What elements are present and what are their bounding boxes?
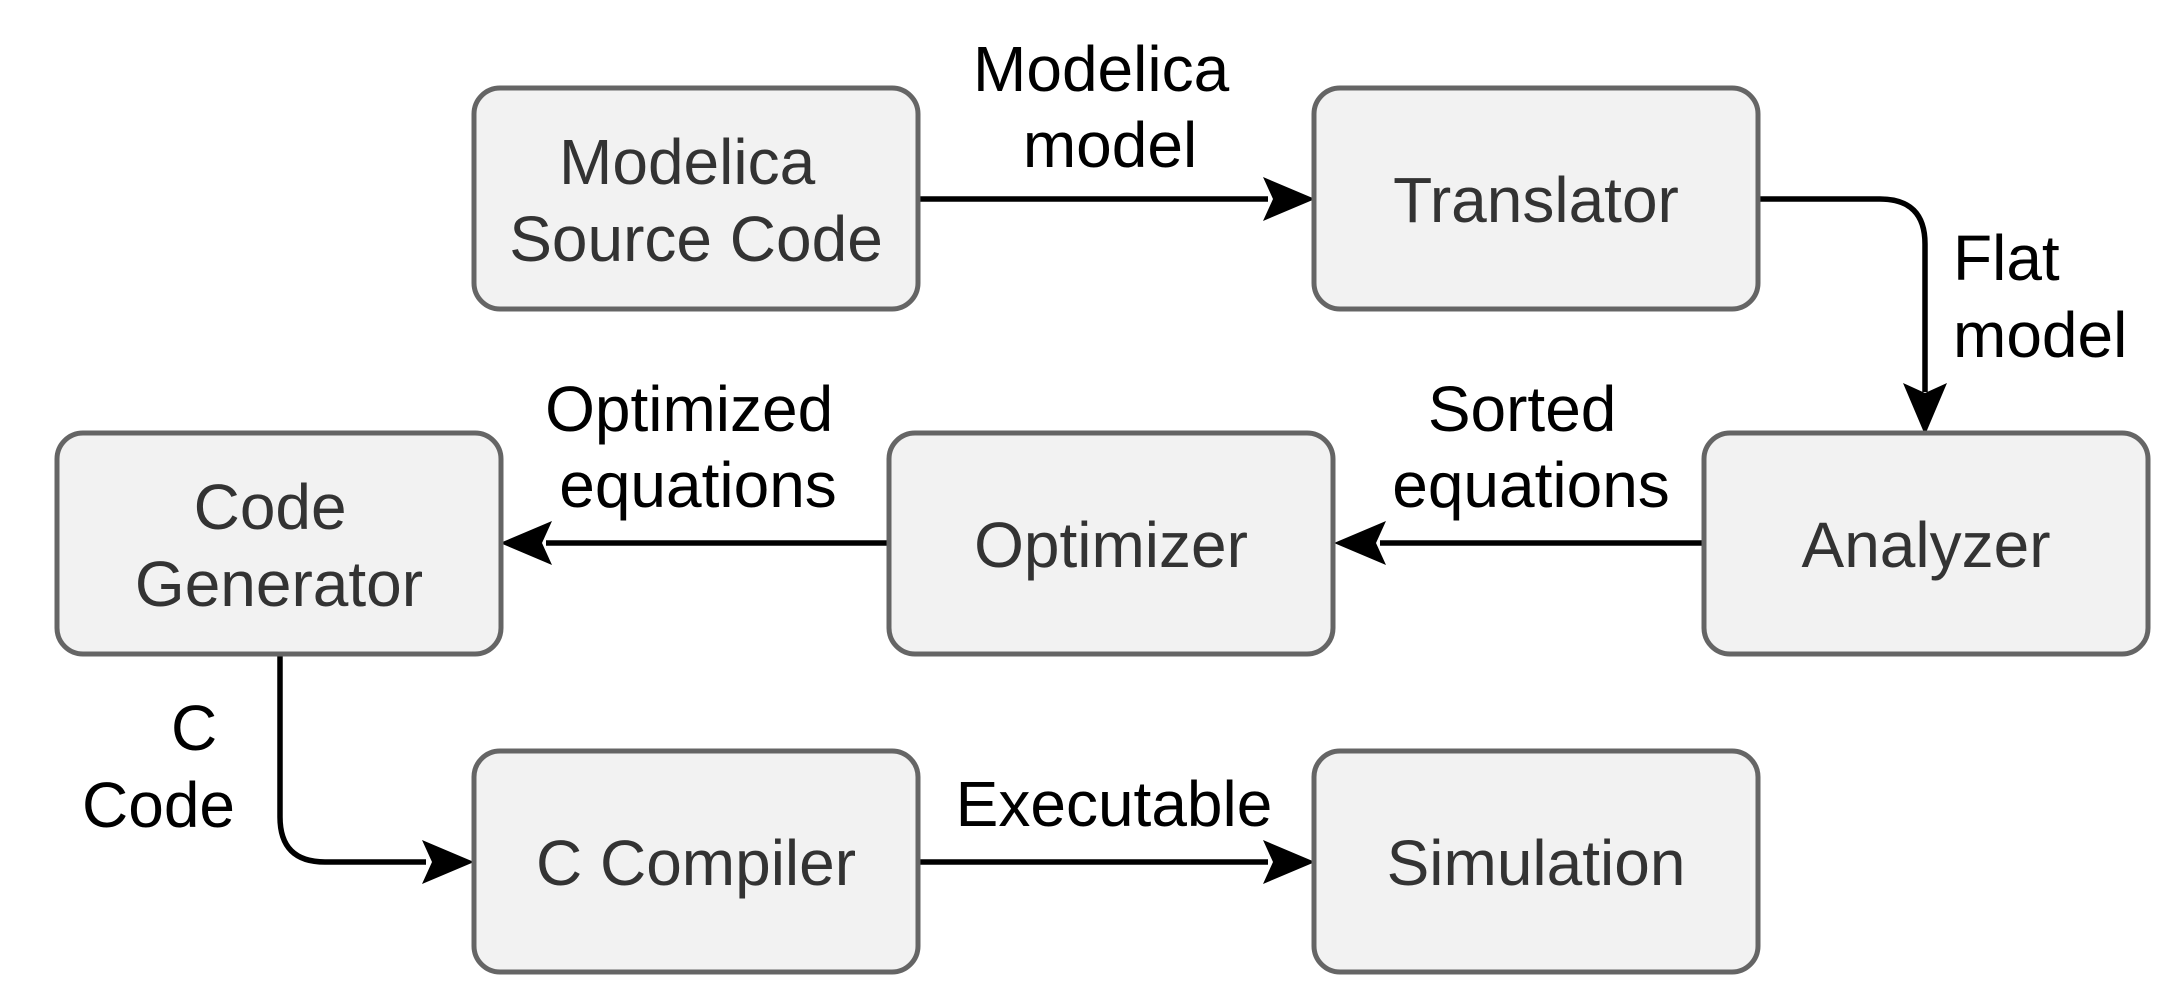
edge-label-sorted-equations: Sorted equations: [1392, 373, 1670, 521]
node-modelica-source-code: Modelica Source Code: [471, 85, 921, 312]
edge-label-executable: Executable: [956, 768, 1273, 840]
node-label: Simulation: [1387, 827, 1686, 899]
edge-label-line: Flat: [1953, 222, 2060, 294]
edge-label-line: model: [1023, 109, 1197, 181]
node-optimizer: Optimizer: [886, 430, 1336, 657]
edge-optimizer-to-codegen: [500, 521, 889, 565]
node-label-line: C Compiler: [536, 827, 856, 899]
edge-label-line: equations: [1392, 449, 1670, 521]
edge-label-line: Modelica: [973, 33, 1230, 105]
edge-source-to-translator: [918, 177, 1315, 221]
node-label-line: Source Code: [509, 203, 883, 275]
node-c-compiler: C Compiler: [471, 748, 921, 975]
node-label-line: Simulation: [1387, 827, 1686, 899]
edge-compiler-to-simulation: [918, 840, 1315, 884]
edge-label-line: Optimized: [545, 373, 833, 445]
edge-analyzer-to-optimizer: [1334, 521, 1704, 565]
node-label: Translator: [1393, 164, 1679, 236]
node-label-line: Generator: [135, 548, 423, 620]
node-simulation: Simulation: [1311, 748, 1761, 975]
edge-translator-to-analyzer: [1758, 196, 1947, 435]
edge-label-c-code: C Code: [82, 692, 235, 841]
node-label: C Compiler: [536, 827, 856, 899]
edge-label-line: equations: [559, 449, 837, 521]
edge-label-flat-model: Flat model: [1953, 222, 2127, 371]
node-label: Optimizer: [974, 509, 1248, 581]
edge-label-line: Executable: [956, 768, 1273, 840]
edge-label-modelica-model: Modelica model: [973, 33, 1247, 181]
node-label: Modelica Source Code: [509, 126, 883, 275]
node-code-generator: Code Generator: [54, 430, 504, 657]
node-label-line: Optimizer: [974, 509, 1248, 581]
node-label-line: Modelica: [559, 126, 816, 198]
edge-label-line: Code: [82, 769, 235, 841]
edge-label-line: model: [1953, 299, 2127, 371]
edge-label-optimized-equations: Optimized equations: [545, 373, 851, 521]
node-analyzer: Analyzer: [1701, 430, 2151, 657]
edge-codegen-to-compiler: [277, 654, 474, 884]
node-label: Code Generator: [135, 471, 423, 620]
node-label-line: Code: [194, 471, 347, 543]
node-label: Analyzer: [1802, 509, 2051, 581]
node-label-line: Analyzer: [1802, 509, 2051, 581]
edge-label-line: Sorted: [1428, 373, 1617, 445]
node-label-line: Translator: [1393, 164, 1679, 236]
node-translator: Translator: [1311, 85, 1761, 312]
edge-label-line: C: [171, 692, 217, 764]
